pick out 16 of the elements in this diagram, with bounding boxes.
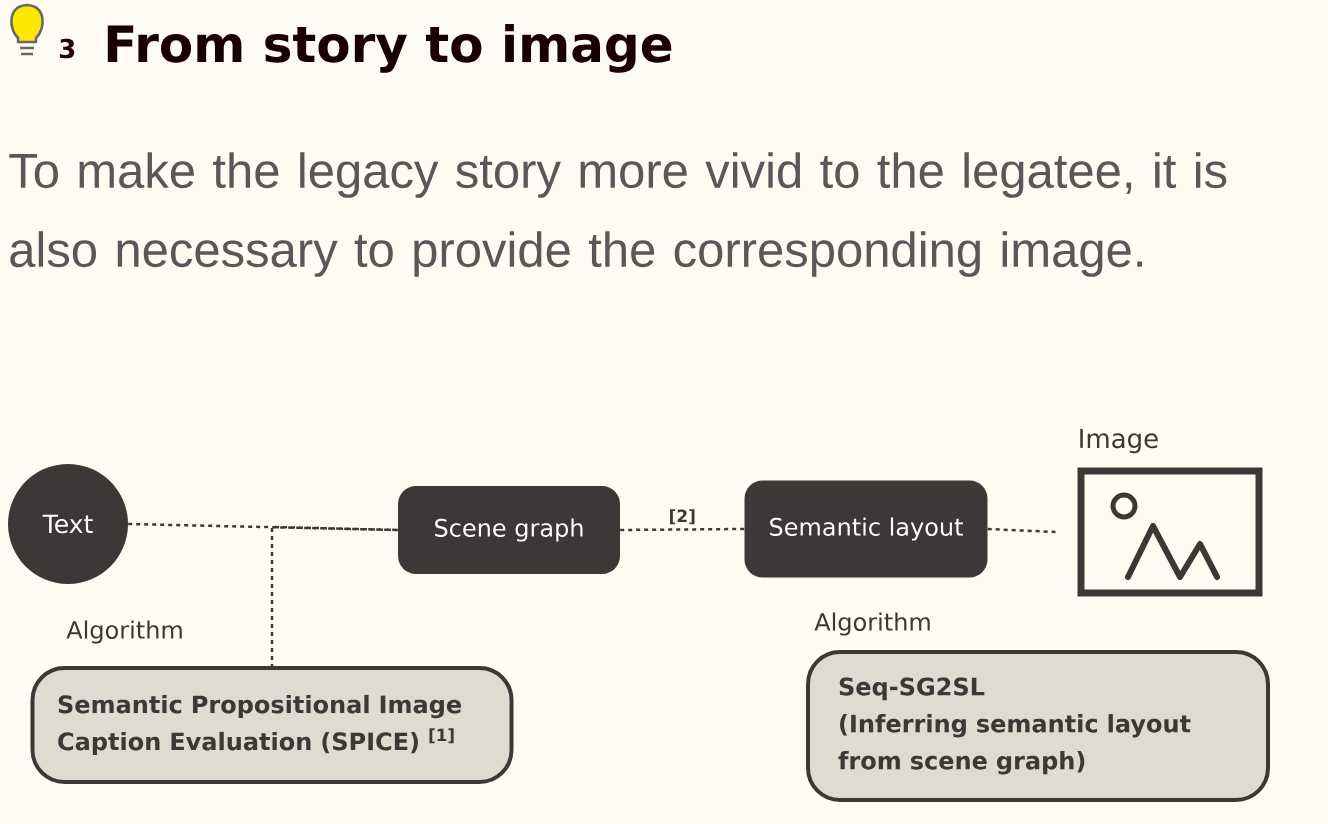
dotted-connector xyxy=(620,527,745,532)
paragraph: To make the legacy story more vivid to the legatee, it is also necessary to provide the corresponding image. xyxy=(9,152,1227,277)
algorithm-box: Semantic Propositional Image Caption Evaluation (SPICE) $^{[1]}$ xyxy=(30,666,514,784)
algorithm-box: Seq-SG2SL (Inferring semantic layout from scene graph) xyxy=(806,650,1270,802)
circle-node: Text xyxy=(8,464,128,584)
dotted-connector xyxy=(270,525,398,668)
section-number: 3 xyxy=(59,38,75,59)
process-box: Semantic layout xyxy=(744,480,988,578)
process-box: Scene graph xyxy=(398,486,620,574)
edge-label: [2] xyxy=(670,509,695,525)
algorithm-caption: Algorithm xyxy=(814,612,930,636)
title: From story to image xyxy=(107,24,672,73)
image-label: Image xyxy=(1080,428,1158,454)
dotted-connector xyxy=(128,522,398,532)
algorithm-caption: Algorithm xyxy=(66,620,182,644)
dotted-connector xyxy=(987,527,1056,534)
